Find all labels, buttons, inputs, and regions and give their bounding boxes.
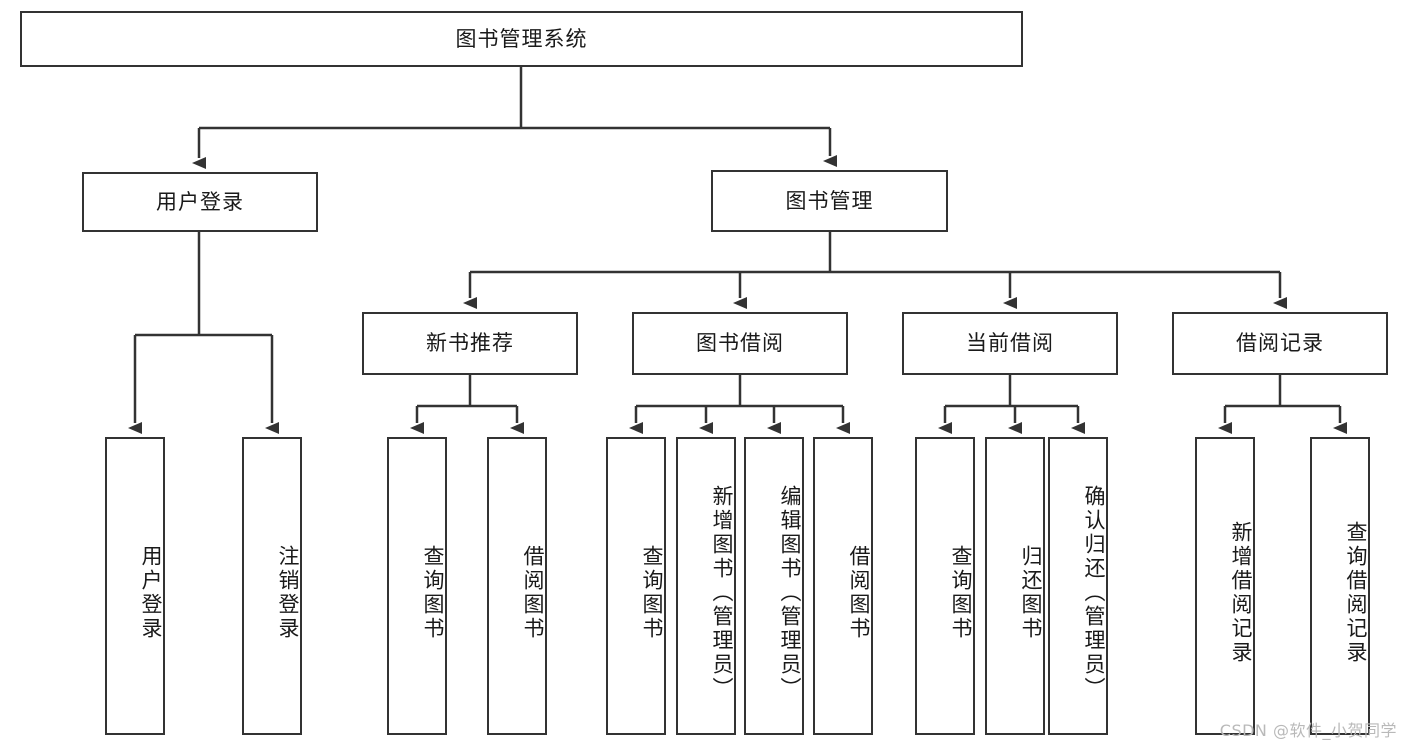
node-user-login[interactable]: 用户登录 [82, 172, 318, 232]
node-leaf-user-login[interactable]: 用户登录 [105, 437, 165, 735]
node-leaf-borrow-book-1[interactable]: 借阅图书 [487, 437, 547, 735]
node-leaf-confirm-return[interactable]: 确认归还（管理员） [1048, 437, 1108, 735]
node-leaf-query-record[interactable]: 查询借阅记录 [1310, 437, 1370, 735]
node-book-management[interactable]: 图书管理 [711, 170, 948, 232]
node-leaf-borrow-book-2[interactable]: 借阅图书 [813, 437, 873, 735]
node-leaf-query-book-3[interactable]: 查询图书 [915, 437, 975, 735]
node-current-borrow[interactable]: 当前借阅 [902, 312, 1118, 375]
node-leaf-return-book[interactable]: 归还图书 [985, 437, 1045, 735]
csdn-watermark: CSDN @软件_小贺同学 [1219, 721, 1397, 740]
node-root[interactable]: 图书管理系统 [20, 11, 1023, 67]
node-book-borrow[interactable]: 图书借阅 [632, 312, 848, 375]
node-leaf-add-record[interactable]: 新增借阅记录 [1195, 437, 1255, 735]
node-leaf-add-book[interactable]: 新增图书（管理员） [676, 437, 736, 735]
node-borrow-record[interactable]: 借阅记录 [1172, 312, 1388, 375]
node-leaf-query-book-2[interactable]: 查询图书 [606, 437, 666, 735]
node-leaf-edit-book[interactable]: 编辑图书（管理员） [744, 437, 804, 735]
node-leaf-user-logout[interactable]: 注销登录 [242, 437, 302, 735]
node-new-book-recommend[interactable]: 新书推荐 [362, 312, 578, 375]
node-leaf-query-book-1[interactable]: 查询图书 [387, 437, 447, 735]
